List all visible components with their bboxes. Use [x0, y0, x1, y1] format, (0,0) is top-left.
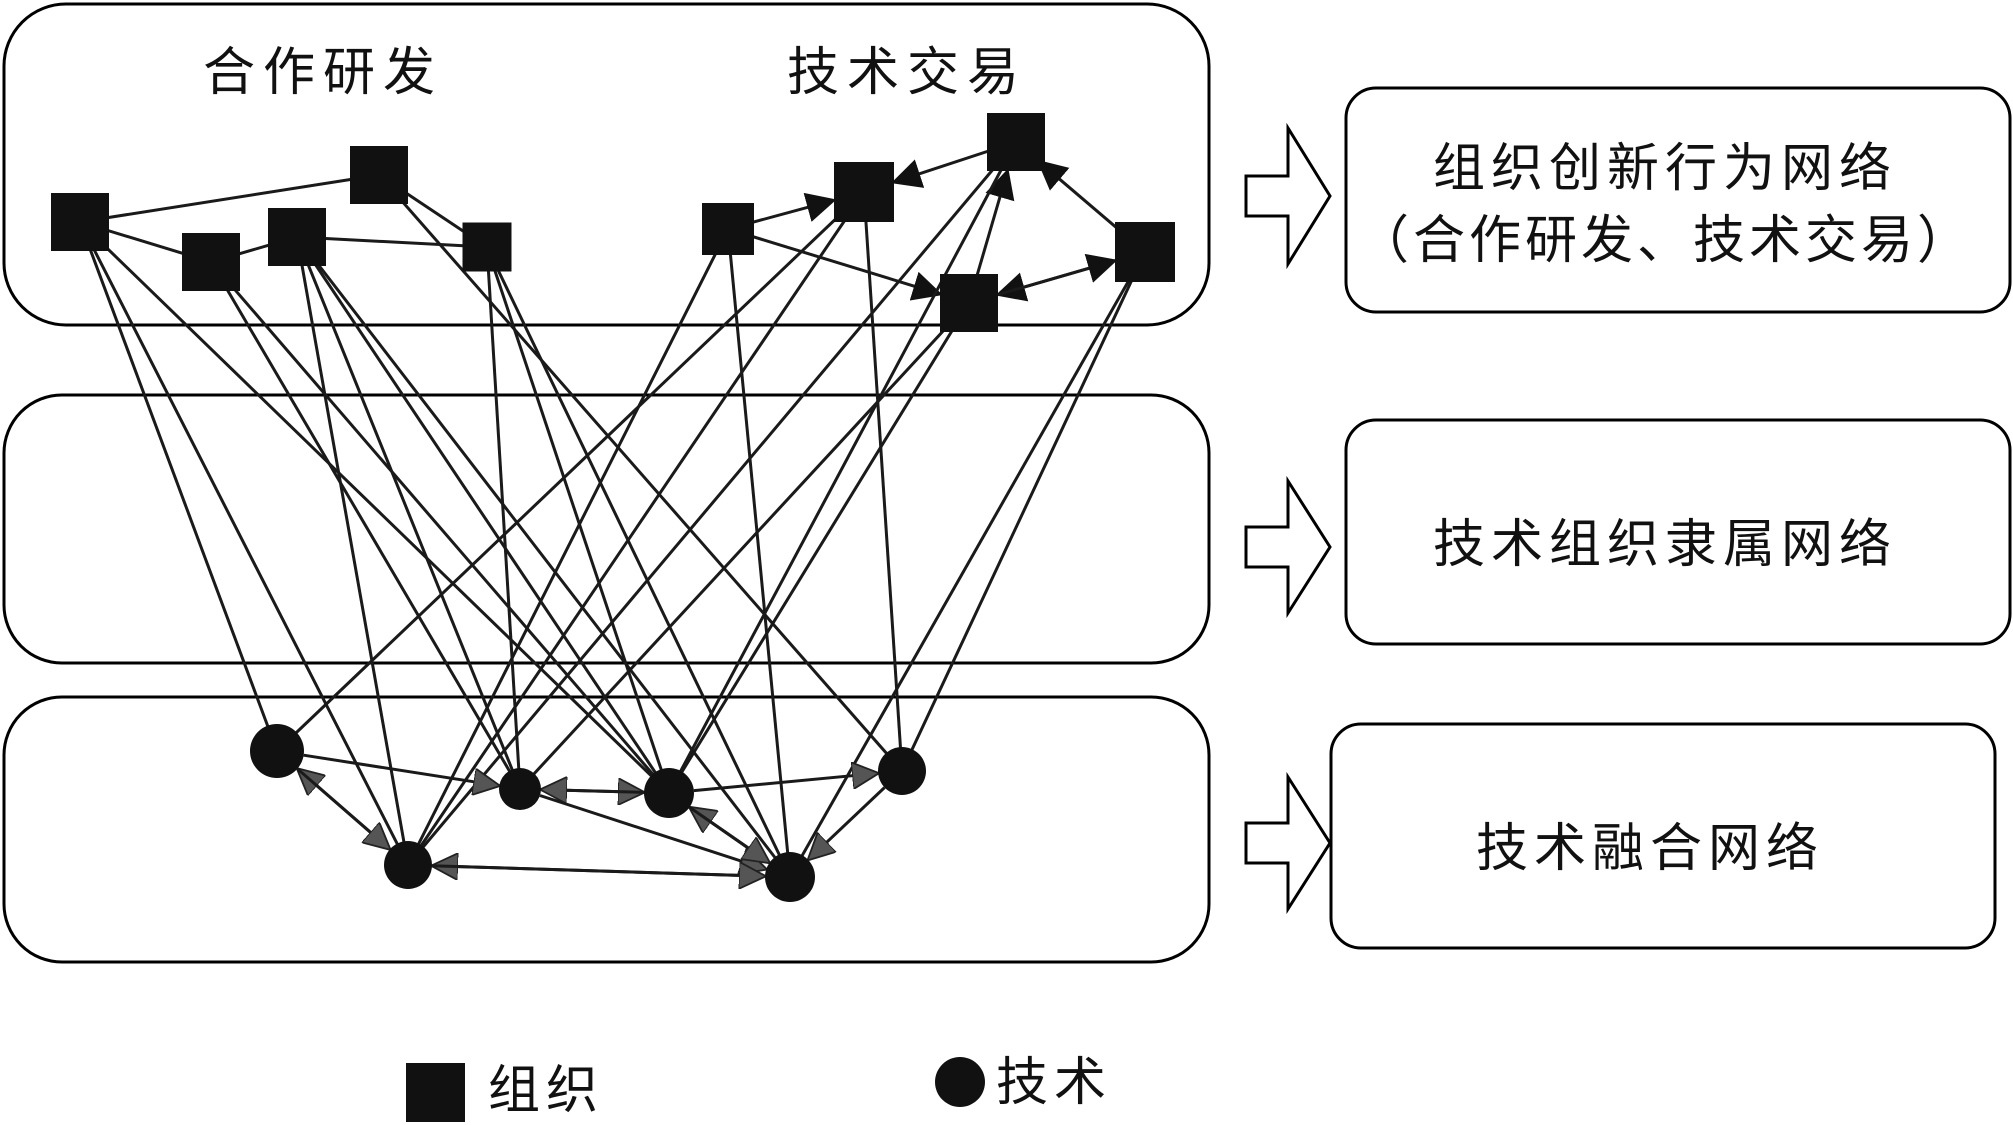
- organization-node-F: [702, 203, 754, 255]
- affiliation-edge-A-T5: [78, 221, 410, 866]
- fusion-edge-T2-T6: [539, 794, 764, 869]
- organization-node-H: [987, 113, 1045, 171]
- layer-label-box-3: [1329, 722, 1997, 950]
- affiliation-edge-D-T2: [295, 236, 522, 790]
- layer-box-innovation-behavior: [2, 2, 1211, 327]
- affiliation-edge-E-T3: [485, 246, 671, 794]
- layer-label-box-1: [1344, 86, 2012, 314]
- organization-node-C: [182, 233, 240, 291]
- network-nodes: [51, 113, 1175, 902]
- legend-organization-label: 组织: [488, 1061, 604, 1121]
- technology-node-T6: [765, 852, 815, 902]
- technology-node-T3: [644, 768, 694, 818]
- organization-node-I: [1115, 222, 1175, 282]
- affiliation-edge-H-T5: [406, 141, 1018, 866]
- fusion-edge-T5-T6: [431, 866, 763, 876]
- affiliation-edge-G-T4: [862, 191, 904, 772]
- layer-arrow-3: [1244, 771, 1332, 915]
- legend-organization-square: [406, 1063, 465, 1122]
- layer-label-1-line2: （合作研发、技术交易）: [1357, 211, 1973, 271]
- technology-node-T1: [250, 724, 304, 778]
- layer-label-3: 技术融合网络: [1476, 819, 1824, 879]
- legend: 组织 技术: [406, 1053, 1112, 1122]
- organization-node-B: [350, 146, 408, 204]
- layer-label-2: 技术组织隶属网络: [1433, 515, 1897, 575]
- affiliation-edge-G-T1: [275, 190, 866, 753]
- layer-label-box-2: [1344, 418, 2012, 646]
- affiliation-edge-F-T6: [726, 228, 792, 878]
- layer-label-1-line1: 组织创新行为网络: [1433, 139, 1897, 199]
- affiliation-edge-D-T3: [295, 236, 671, 794]
- collab-edge-A-B: [79, 173, 380, 224]
- affiliation-edge-C-T2: [209, 261, 522, 790]
- legend-technology-label: 技术: [996, 1053, 1112, 1113]
- fusion-edge-T1-T2: [303, 753, 498, 785]
- affiliation-edge-C-T3: [209, 261, 671, 794]
- organization-node-D: [268, 208, 326, 266]
- affiliation-edge-H-T3: [667, 141, 1018, 794]
- organization-node-E: [462, 222, 512, 272]
- fusion-edge-T1-T5: [296, 767, 388, 848]
- organization-node-A: [51, 193, 109, 251]
- affiliation-edge-D-T5: [295, 236, 410, 866]
- affiliation-edge-A-T3: [78, 220, 671, 795]
- affiliation-edge-I-T6: [788, 251, 1147, 878]
- layer-box-tech-fusion: [2, 695, 1211, 964]
- layer-arrow-2: [1244, 475, 1332, 619]
- technology-node-T2: [499, 768, 541, 810]
- affiliation-edge-J-T3: [667, 302, 971, 794]
- layer-arrow-1: [1244, 122, 1332, 270]
- fusion-edge-T3-T2: [543, 790, 645, 793]
- collab-edge-D-E: [296, 235, 488, 249]
- fusion-edge-T4-T6: [810, 786, 886, 858]
- affiliation-edge-A-T1: [78, 221, 279, 752]
- organization-node-J: [940, 274, 998, 332]
- legend-technology-circle: [935, 1057, 985, 1107]
- network-edges: [78, 140, 1147, 878]
- fusion-edge-T3-T4: [693, 773, 876, 793]
- affiliation-edge-D-T6: [295, 236, 792, 878]
- organization-node-G: [834, 162, 894, 222]
- fusion-edge-T3-T6: [688, 806, 768, 861]
- affiliation-edge-J-T2: [518, 301, 971, 791]
- technology-node-T5: [384, 841, 432, 889]
- trade-edge-F-J: [727, 227, 943, 301]
- group-label-tech-trade: 技术交易: [787, 43, 1027, 103]
- group-label-cooperative-rd: 合作研发: [203, 43, 443, 103]
- affiliation-edge-B-T4: [377, 174, 904, 772]
- affiliation-edge-G-T5: [406, 191, 866, 866]
- affiliation-edge-E-T2: [485, 246, 522, 790]
- affiliation-edge-E-T6: [485, 246, 792, 878]
- technology-node-T4: [878, 747, 926, 795]
- affiliation-edge-I-T4: [900, 251, 1147, 772]
- layer-box-affiliation: [2, 393, 1211, 665]
- affiliation-edge-F-T5: [406, 228, 730, 866]
